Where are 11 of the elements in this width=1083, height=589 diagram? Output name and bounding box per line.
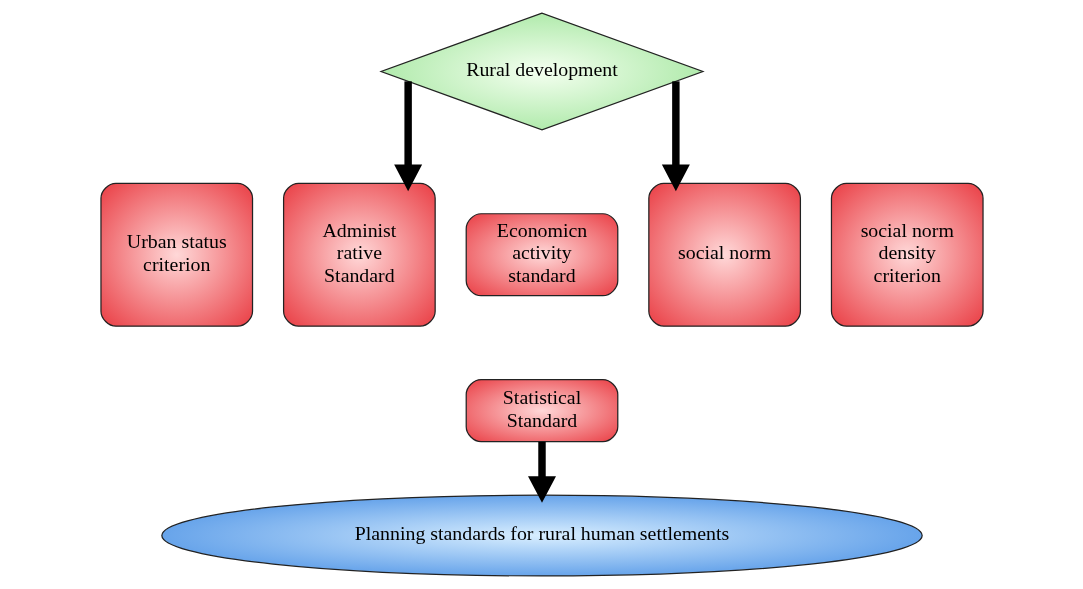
node-box: Administ rative Standard [282, 182, 436, 327]
node-ellipse: Planning standards for rural human settlements [160, 494, 923, 577]
arrow [527, 441, 556, 503]
node-box: social norm [647, 182, 801, 327]
node-diamond: Rural development [378, 12, 705, 131]
arrow [393, 81, 422, 192]
node-box: Urban status criterion [99, 182, 253, 327]
node-box: Statistical Standard [465, 379, 618, 443]
node-box: Economicn activity standard [465, 213, 618, 297]
arrow [661, 81, 690, 192]
node-box: social norm density criterion [830, 182, 984, 327]
